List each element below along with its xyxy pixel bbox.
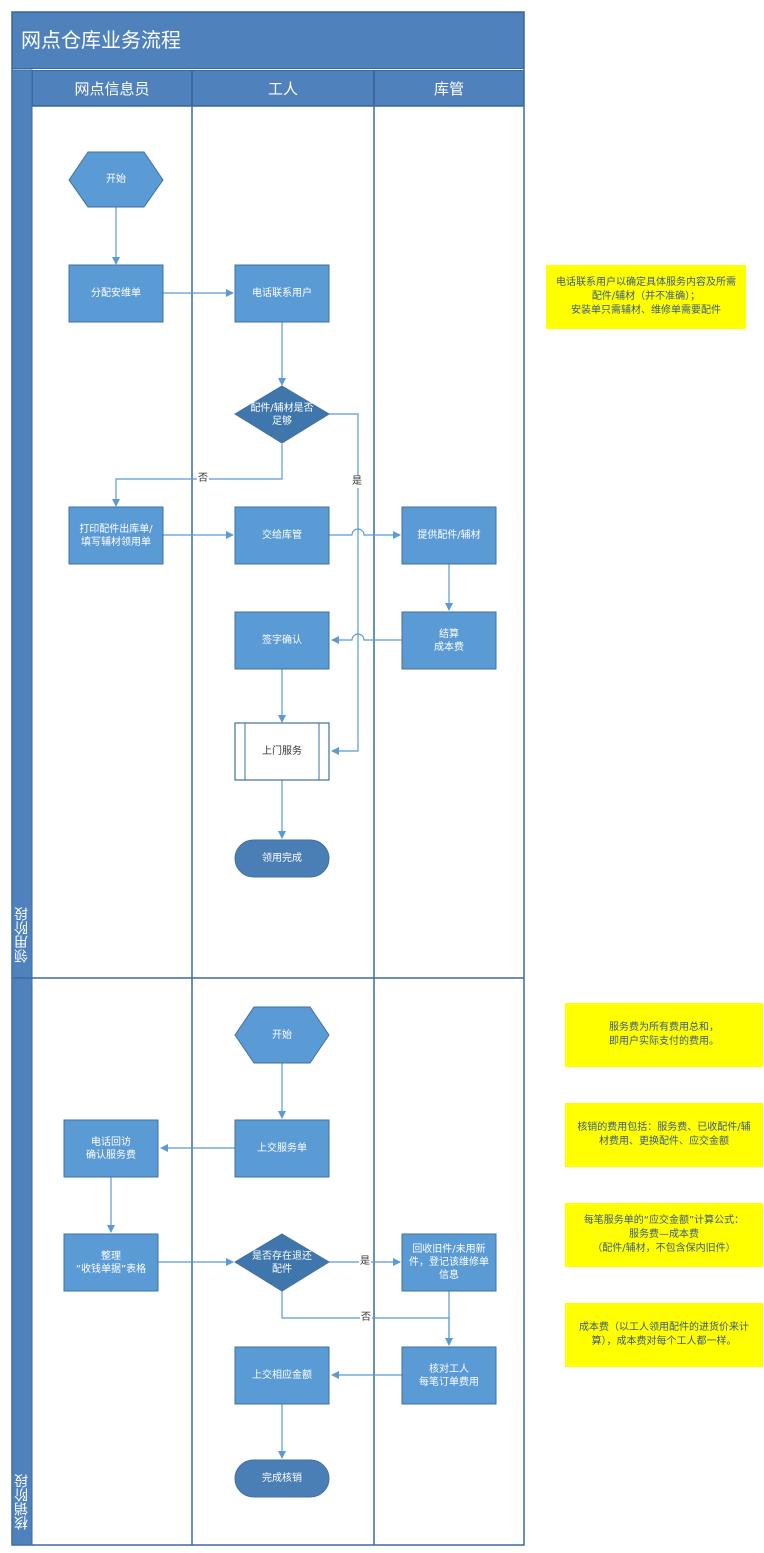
service-node-label: 上门服务 (262, 746, 302, 757)
returns-decision-label: 是否存在退还 配件 (252, 1250, 312, 1275)
print-node-label: 打印配件出库单/ 填写辅材领用单 (79, 523, 153, 548)
recycle-node[interactable] (401, 1233, 497, 1292)
note-cost-fee: 成本费（以工人领用配件的进货价来计 算），成本费对每个工人都一样。 (565, 1303, 763, 1367)
edge-enough-service (329, 413, 359, 755)
handover-node-label: 交给库管 (262, 530, 302, 541)
finish-pickup-node[interactable] (234, 839, 330, 878)
note-verify-fees: 核销的费用包括：服务费、已收配件/辅 材费用、更换配件、应交金额 (565, 1103, 763, 1167)
call-user-node[interactable] (234, 264, 330, 323)
edge-label-yes-1: 是 (351, 476, 363, 488)
start-node-1[interactable] (68, 151, 164, 208)
edge-label-no-2: 否 (360, 1312, 372, 1324)
edge-label-yes-2: 是 (359, 1256, 371, 1268)
lane-header-warehouse: 库管 (374, 70, 524, 106)
finish-verify-node[interactable] (234, 1459, 330, 1498)
returns-decision[interactable] (234, 1233, 330, 1292)
lane-header-worker: 工人 (192, 70, 374, 106)
sign-node[interactable] (234, 611, 330, 670)
callback-node[interactable] (63, 1119, 159, 1178)
provide-node[interactable] (401, 506, 497, 565)
edge-label-no-1: 否 (197, 473, 209, 485)
settle-node-label: 结算 成本费 (434, 628, 464, 653)
start-node-2[interactable] (234, 1006, 330, 1064)
recycle-node-label: 回收旧件/未用新 件，登记该维修单 信息 (409, 1244, 489, 1281)
callback-node-label: 电话回访 确认服务费 (86, 1136, 136, 1161)
pay-node[interactable] (234, 1346, 330, 1405)
assign-node[interactable] (68, 264, 164, 323)
finish-pickup-node-label: 领用完成 (262, 853, 302, 864)
handover-node[interactable] (234, 506, 330, 565)
start-node-1-label: 开始 (106, 174, 126, 185)
edge-handover-provide (329, 528, 401, 539)
submit-node[interactable] (234, 1119, 330, 1178)
provide-node-label: 提供配件/辅材 (417, 530, 481, 541)
diagram-title: 网点仓库业务流程 (12, 12, 524, 69)
settle-node[interactable] (401, 611, 497, 670)
phase-label-pickup: 领用阶段 (14, 907, 30, 963)
note-call-user: 电话联系用户以确定具体服务内容及所需 配件/辅材（并不准确）； 安装单只需辅材、… (546, 265, 746, 329)
call-user-node-label: 电话联系用户 (252, 288, 312, 299)
note-payable-formula: 每笔服务单的“应交金额”计算公式： 服务费—成本费 （配件/辅材，不包含保内旧件… (565, 1203, 763, 1267)
phase-bar (11, 69, 33, 1546)
check-node[interactable] (401, 1346, 497, 1405)
assign-node-label: 分配安维单 (91, 288, 141, 299)
service-node[interactable] (234, 722, 330, 781)
finish-verify-node-label: 完成核销 (262, 1473, 302, 1484)
sign-node-label: 签字确认 (262, 635, 302, 646)
organize-node[interactable] (63, 1233, 159, 1292)
print-node[interactable] (68, 506, 164, 565)
enough-decision-label: 配件/辅材是否 足够 (250, 402, 314, 427)
edge-settle-sign (331, 633, 402, 644)
phase-label-verify: 核销阶段 (14, 1474, 30, 1530)
check-node-label: 核对工人 每笔订单费用 (419, 1363, 479, 1388)
note-service-fee: 服务费为所有费用总和， 即用户实际支付的费用。 (565, 1003, 763, 1067)
start-node-2-label: 开始 (272, 1029, 292, 1041)
organize-node-label: 整理 “收钱单据”表格 (75, 1250, 147, 1275)
pay-node-label: 上交相应金额 (252, 1370, 312, 1381)
lane-header-info-officer: 网点信息员 (32, 70, 192, 106)
submit-node-label: 上交服务单 (257, 1143, 307, 1154)
enough-decision[interactable] (234, 385, 330, 444)
